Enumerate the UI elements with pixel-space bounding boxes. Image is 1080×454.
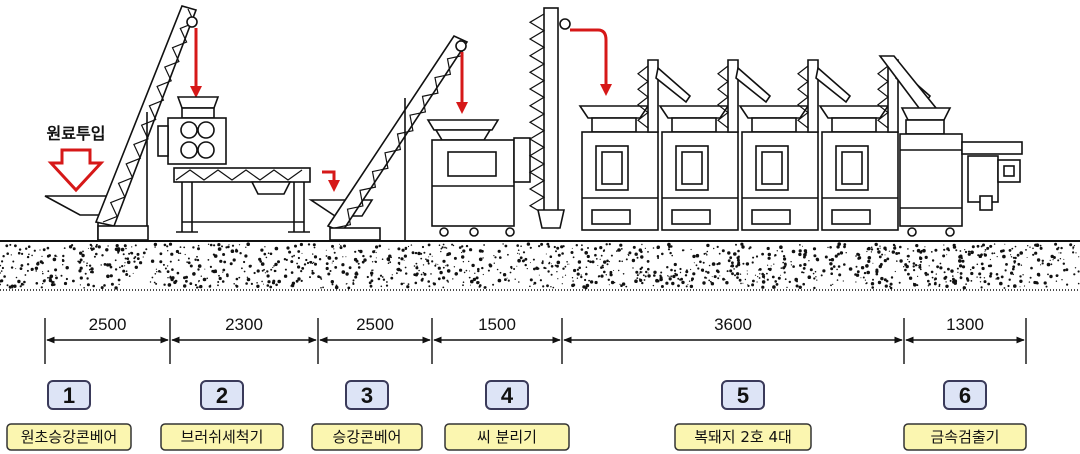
station-2: 2 브러쉬세척기: [160, 380, 284, 451]
station-number: 4: [501, 383, 514, 408]
unit-4: [818, 59, 932, 231]
station-number-box: [47, 380, 91, 410]
station-number-box: [200, 380, 244, 410]
station-name: 승강콘베어: [332, 428, 401, 446]
station-number: 1: [63, 383, 75, 408]
dimension-lines: 2500 2300 2500 1500 3600 1300: [44, 315, 1027, 364]
station-1: 1 원초승강콘베어: [6, 380, 132, 451]
station-5: 5 복돼지 2호 4대: [674, 380, 812, 451]
machine-bucket-elevator: [528, 7, 612, 229]
station-label-box: [444, 423, 570, 451]
station-number-box: [485, 380, 529, 410]
station-labels: 1 원초승강콘베어 2 브러쉬세척기 3 승강콘베어 4 씨 분리기 5 복돼지 2호 4대 6 금속…: [6, 380, 1027, 451]
dimension-label: 3600: [714, 315, 752, 334]
unit-1: [578, 59, 692, 231]
station-number: 3: [361, 383, 373, 408]
machine-bokdwaeji-units: [578, 59, 932, 231]
station-number-box: [345, 380, 389, 410]
station-number-box: [721, 380, 765, 410]
station-number: 6: [959, 383, 971, 408]
station-name: 씨 분리기: [477, 428, 537, 446]
station-name: 원초승강콘베어: [21, 428, 118, 446]
dimension-label: 2300: [225, 315, 263, 334]
station-name: 브러쉬세척기: [181, 428, 264, 446]
ground-speckle-texture: [0, 242, 1080, 290]
station-label-box: [6, 423, 132, 451]
station-4: 4 씨 분리기: [444, 380, 570, 451]
dimension-label: 1300: [946, 315, 984, 334]
dimension-label: 2500: [89, 315, 127, 334]
ground: [0, 240, 1080, 291]
unit-3: [738, 59, 852, 231]
dimension-label: 1500: [478, 315, 516, 334]
feed-label: 원료투입: [47, 124, 106, 143]
feed-inlet: 원료투입: [47, 124, 106, 193]
station-label-box: [311, 423, 423, 451]
station-number: 2: [216, 383, 228, 408]
machine-metal-detector: [878, 55, 1023, 237]
station-6: 6 금속검출기: [903, 380, 1027, 451]
station-name: 복돼지 2호 4대: [694, 428, 792, 446]
station-3: 3 승강콘베어: [311, 380, 423, 451]
machine-brush-washer: [157, 96, 340, 233]
station-number-box: [943, 380, 987, 410]
station-label-box: [674, 423, 812, 451]
machine-raw-lift-conveyor: [44, 5, 202, 241]
station-number: 5: [737, 383, 749, 408]
machine-lift-conveyor: [308, 34, 469, 241]
feed-arrow-icon: [47, 148, 105, 193]
unit-2: [658, 59, 772, 231]
machine-seed-separator: [426, 119, 531, 237]
station-name: 금속검출기: [930, 428, 999, 446]
dimension-label: 2500: [356, 315, 394, 334]
station-label-box: [903, 423, 1027, 451]
station-label-box: [160, 423, 284, 451]
